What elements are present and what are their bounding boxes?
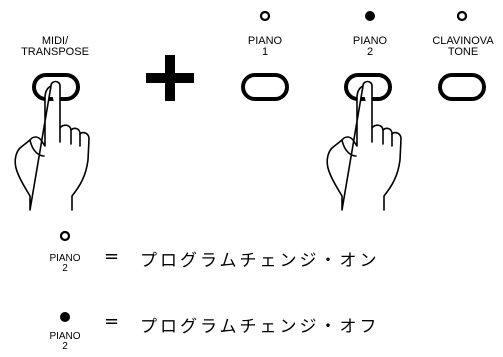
- legend2-piano-number: 2: [40, 342, 90, 350]
- clavinova-tone-label: CLAVINOVA TONE: [425, 36, 501, 58]
- piano1-label: PIANO 1: [225, 36, 305, 58]
- led-piano1-off-icon: [261, 12, 269, 20]
- legend1-text: プログラムチェンジ・オン: [140, 246, 380, 271]
- piano1-button[interactable]: [243, 75, 287, 99]
- legend-led-off-icon: [61, 232, 69, 240]
- led-clavinova-off-icon: [458, 12, 466, 20]
- legend-led-on-icon: [60, 312, 70, 322]
- legend1-piano-number: 2: [40, 264, 90, 274]
- plus-symbol: [146, 55, 194, 101]
- legend2-text: プログラムチェンジ・オフ: [140, 312, 380, 337]
- piano2-label: PIANO 2: [330, 36, 410, 58]
- clavinova-tone-button[interactable]: [440, 75, 484, 99]
- legend2-equals: =: [104, 311, 119, 332]
- midi-transpose-label: MIDI/ TRANSPOSE: [0, 36, 110, 58]
- legend1-equals: =: [104, 246, 119, 267]
- legend2-piano-label: PIANO: [40, 332, 90, 342]
- led-piano2-on-icon: [365, 11, 375, 21]
